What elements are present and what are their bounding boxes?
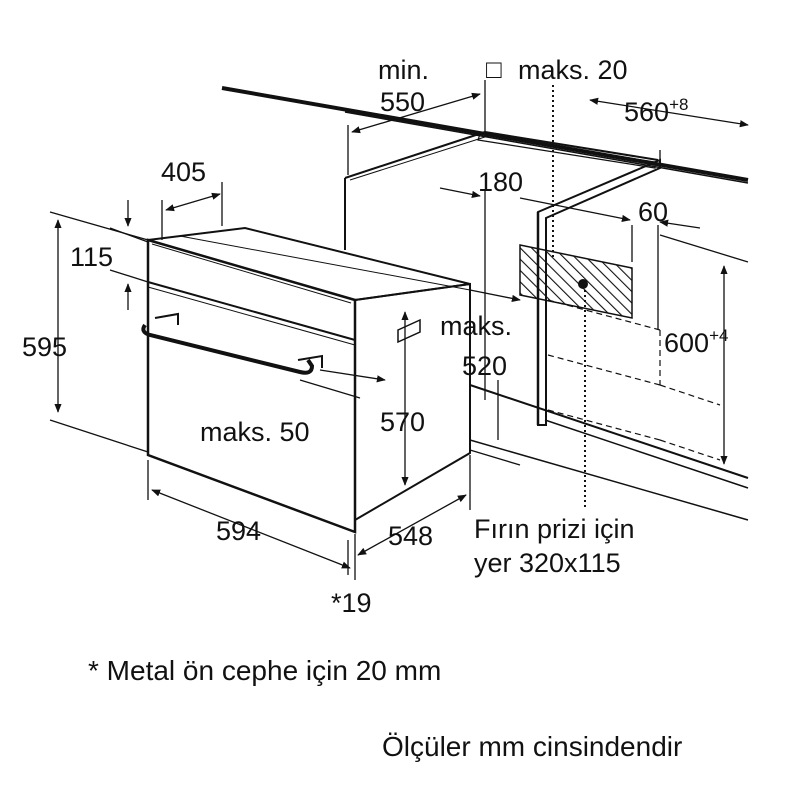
dim-600-label: 600+4 xyxy=(664,326,728,358)
dim-594-label: 594 xyxy=(216,516,261,546)
dim-560-label: 560+8 xyxy=(624,95,688,127)
dim-560-value: 560 xyxy=(624,97,669,127)
niche-floor-back xyxy=(544,419,749,489)
dim-180-label: 180 xyxy=(478,167,523,197)
oven-handle-bracket-left xyxy=(154,312,179,325)
dim-560-superscript: +8 xyxy=(669,95,688,114)
niche-square-symbol: □ xyxy=(486,54,502,84)
maks-20-label: maks. 20 xyxy=(518,55,628,85)
dim-548-label: 548 xyxy=(388,521,433,551)
footnote-metal-front: * Metal ön cephe için 20 mm xyxy=(88,655,441,686)
plinth-line xyxy=(469,439,749,521)
dim-595-label: 595 xyxy=(22,332,67,362)
socket-point xyxy=(578,279,588,289)
dim-405-label: 405 xyxy=(161,157,206,187)
oven-front-panel xyxy=(146,238,357,534)
dim-600-value: 600 xyxy=(664,328,709,358)
oven-top-rear xyxy=(179,235,471,291)
units-note: Ölçüler mm cinsindendir xyxy=(382,731,682,762)
socket-note-line1: Fırın prizi için xyxy=(474,514,635,544)
niche-back-top-2 xyxy=(484,131,659,161)
min-label: min. xyxy=(378,55,429,85)
dimension-lines xyxy=(49,80,749,580)
dim-550-label: 550 xyxy=(380,87,425,117)
maks-50-label: maks. 50 xyxy=(200,417,310,447)
dim-115-label: 115 xyxy=(70,242,113,272)
dim-570-label: 570 xyxy=(380,407,425,437)
oven xyxy=(141,226,471,534)
oven-side-bracket xyxy=(397,318,421,344)
oven-front-inner xyxy=(151,243,352,304)
worktop-edge-bottom xyxy=(344,111,749,184)
oven-control-strip xyxy=(147,281,356,341)
dim-600-superscript: +4 xyxy=(709,326,728,345)
oven-control-strip-2 xyxy=(147,286,356,346)
dim-60-label: 60 xyxy=(638,197,668,227)
oven-door-handle xyxy=(141,323,315,375)
dim-19-label: *19 xyxy=(331,588,372,618)
niche-dashed-outline xyxy=(547,299,721,461)
cabinet-niche xyxy=(221,85,749,521)
niche-floor-front xyxy=(469,384,749,479)
maks-label: maks. xyxy=(440,311,512,341)
socket-note-line2: yer 320x115 xyxy=(474,548,621,578)
oven-handle-bracket-right xyxy=(297,354,323,368)
dim-520-label: 520 xyxy=(462,351,507,381)
socket-area-hatched xyxy=(519,244,633,319)
niche-back-top xyxy=(344,131,486,179)
niche-rear-top xyxy=(349,135,489,181)
